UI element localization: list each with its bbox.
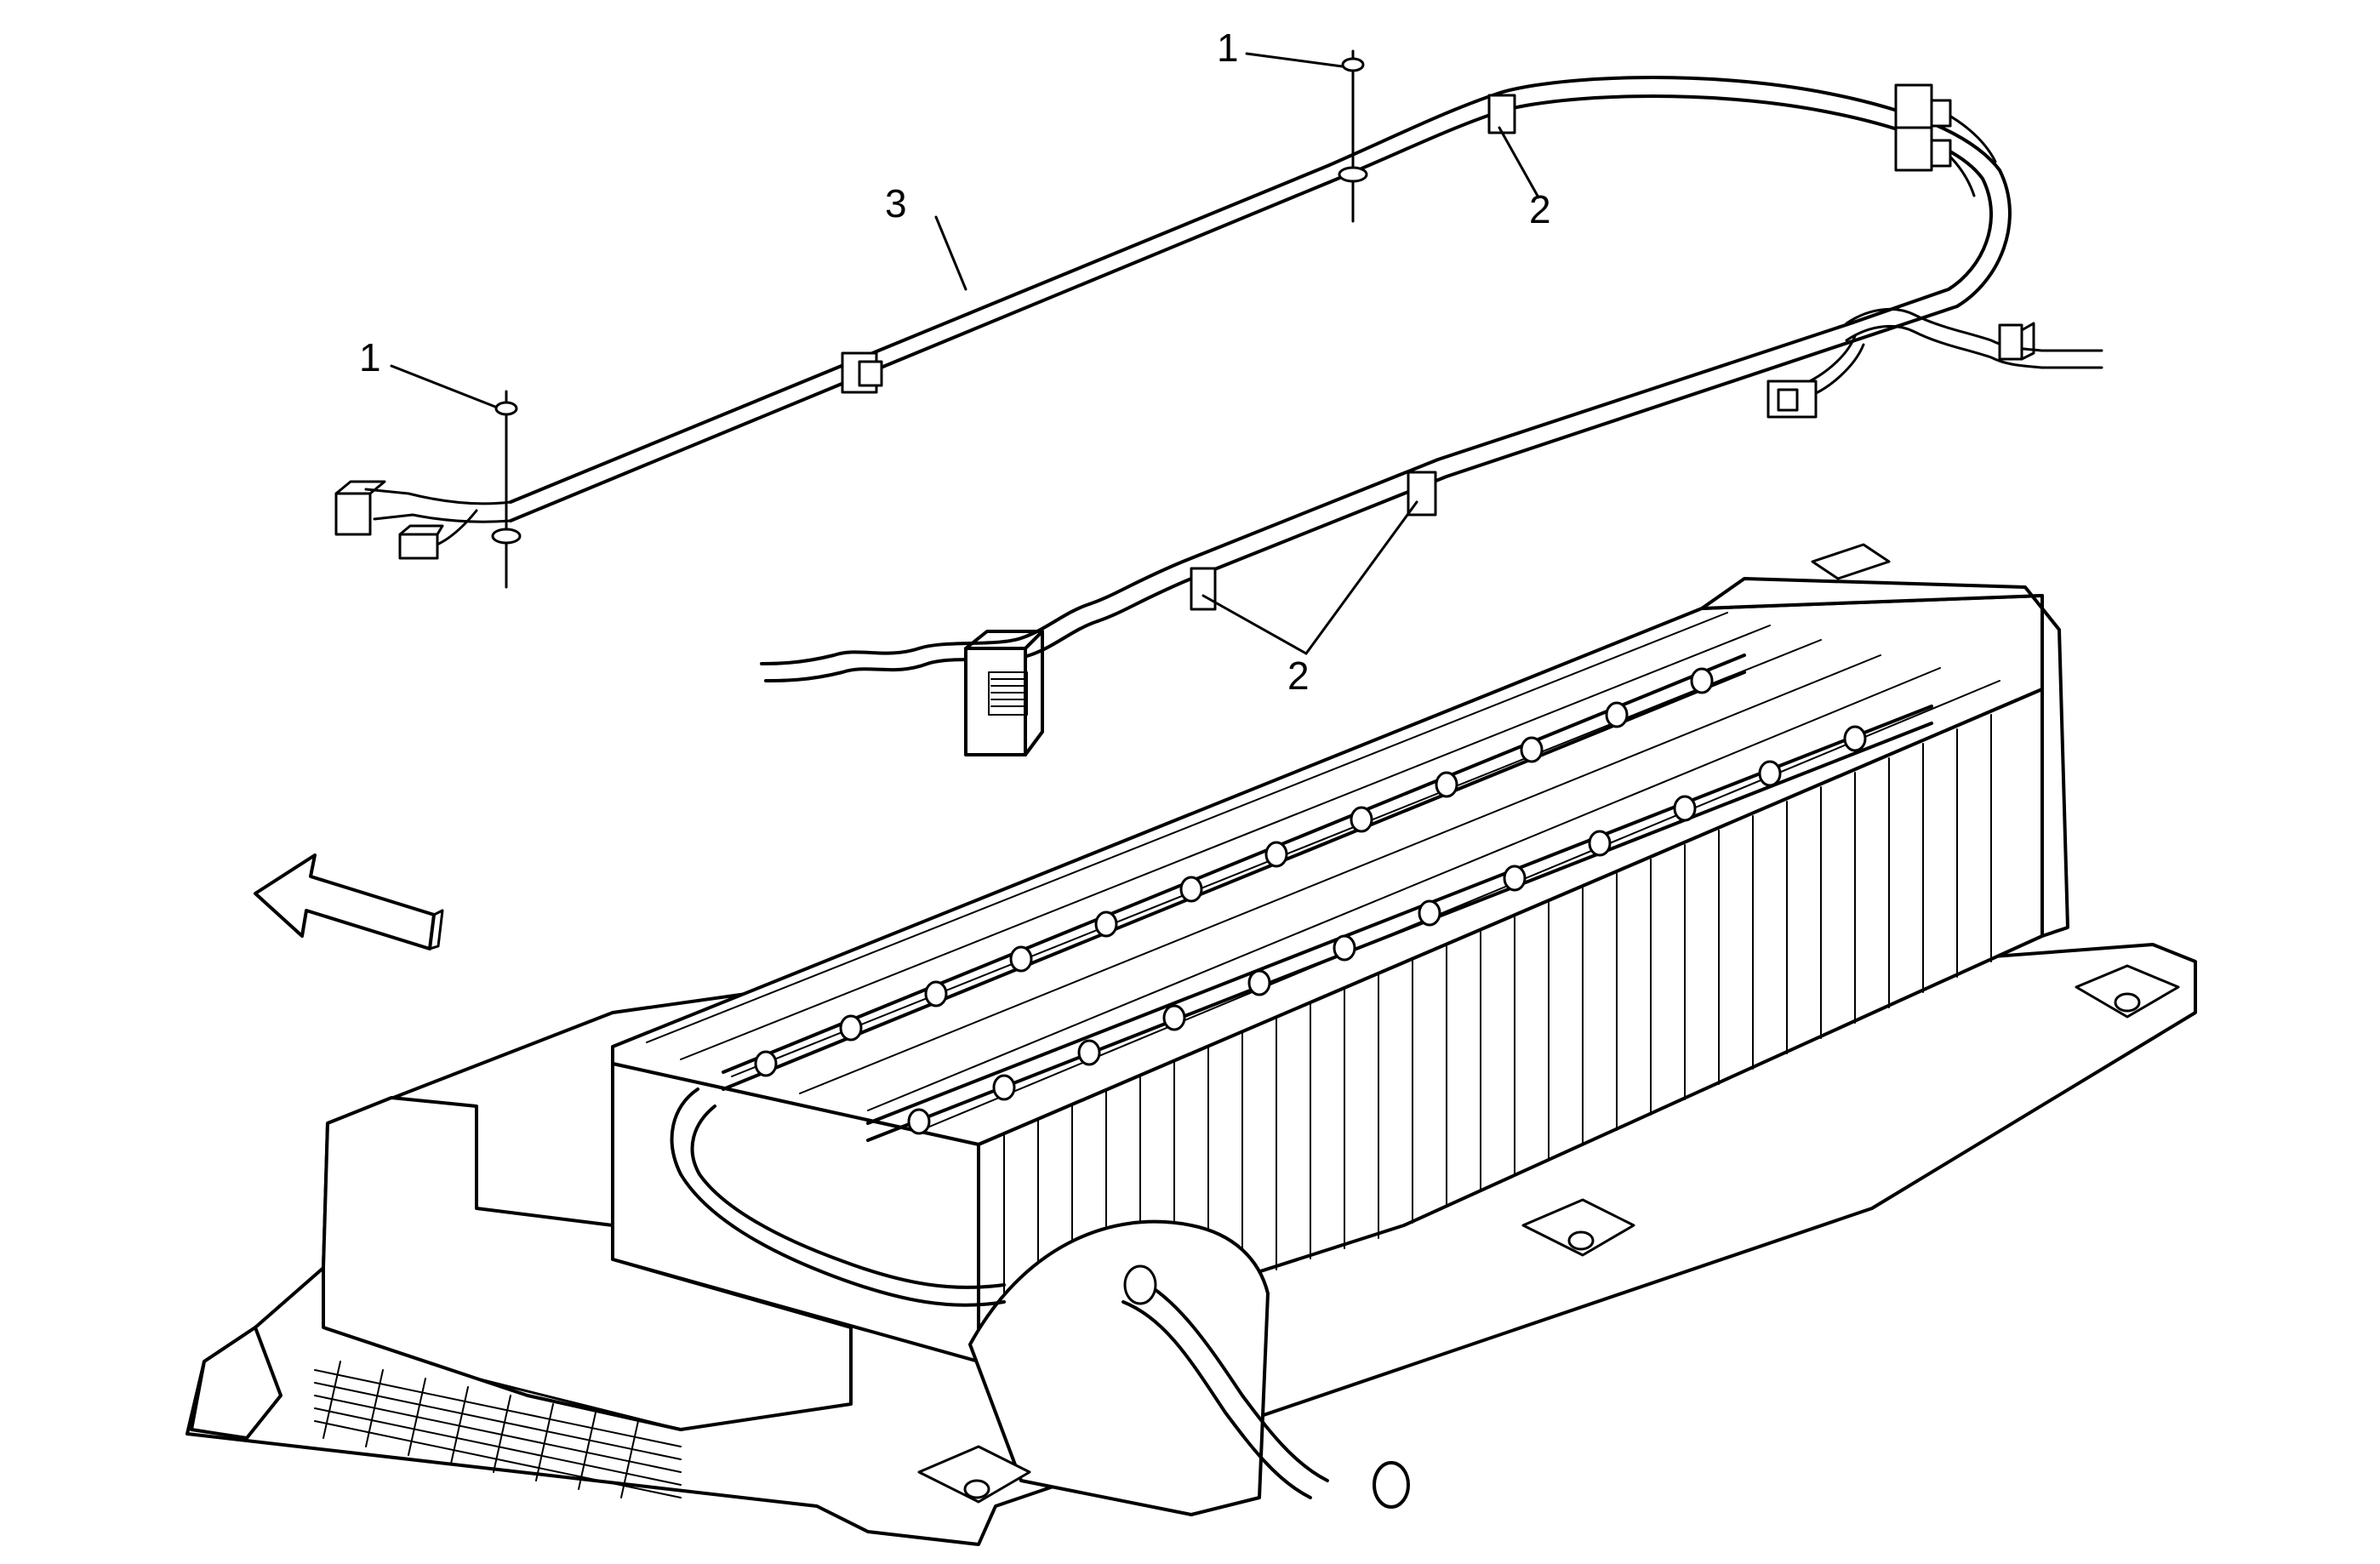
mounting-feet (917, 964, 2180, 1504)
front-direction-arrow-icon (254, 853, 444, 950)
fasteners (491, 49, 1368, 589)
callout-1-top: 1 (1217, 26, 1239, 70)
cell-dividers (1003, 714, 1992, 1354)
vent-mesh (314, 1361, 682, 1498)
harness-connectors (334, 83, 2035, 756)
bus-bar-joints (754, 667, 1867, 1135)
leader-lines (390, 52, 1540, 655)
battery-pack (185, 543, 2197, 1546)
callout-2-bottom: 2 (1287, 654, 1310, 698)
callout-2-top: 2 (1529, 187, 1551, 231)
callout-1-left: 1 (359, 335, 381, 380)
callout-3-harness: 3 (885, 181, 907, 225)
